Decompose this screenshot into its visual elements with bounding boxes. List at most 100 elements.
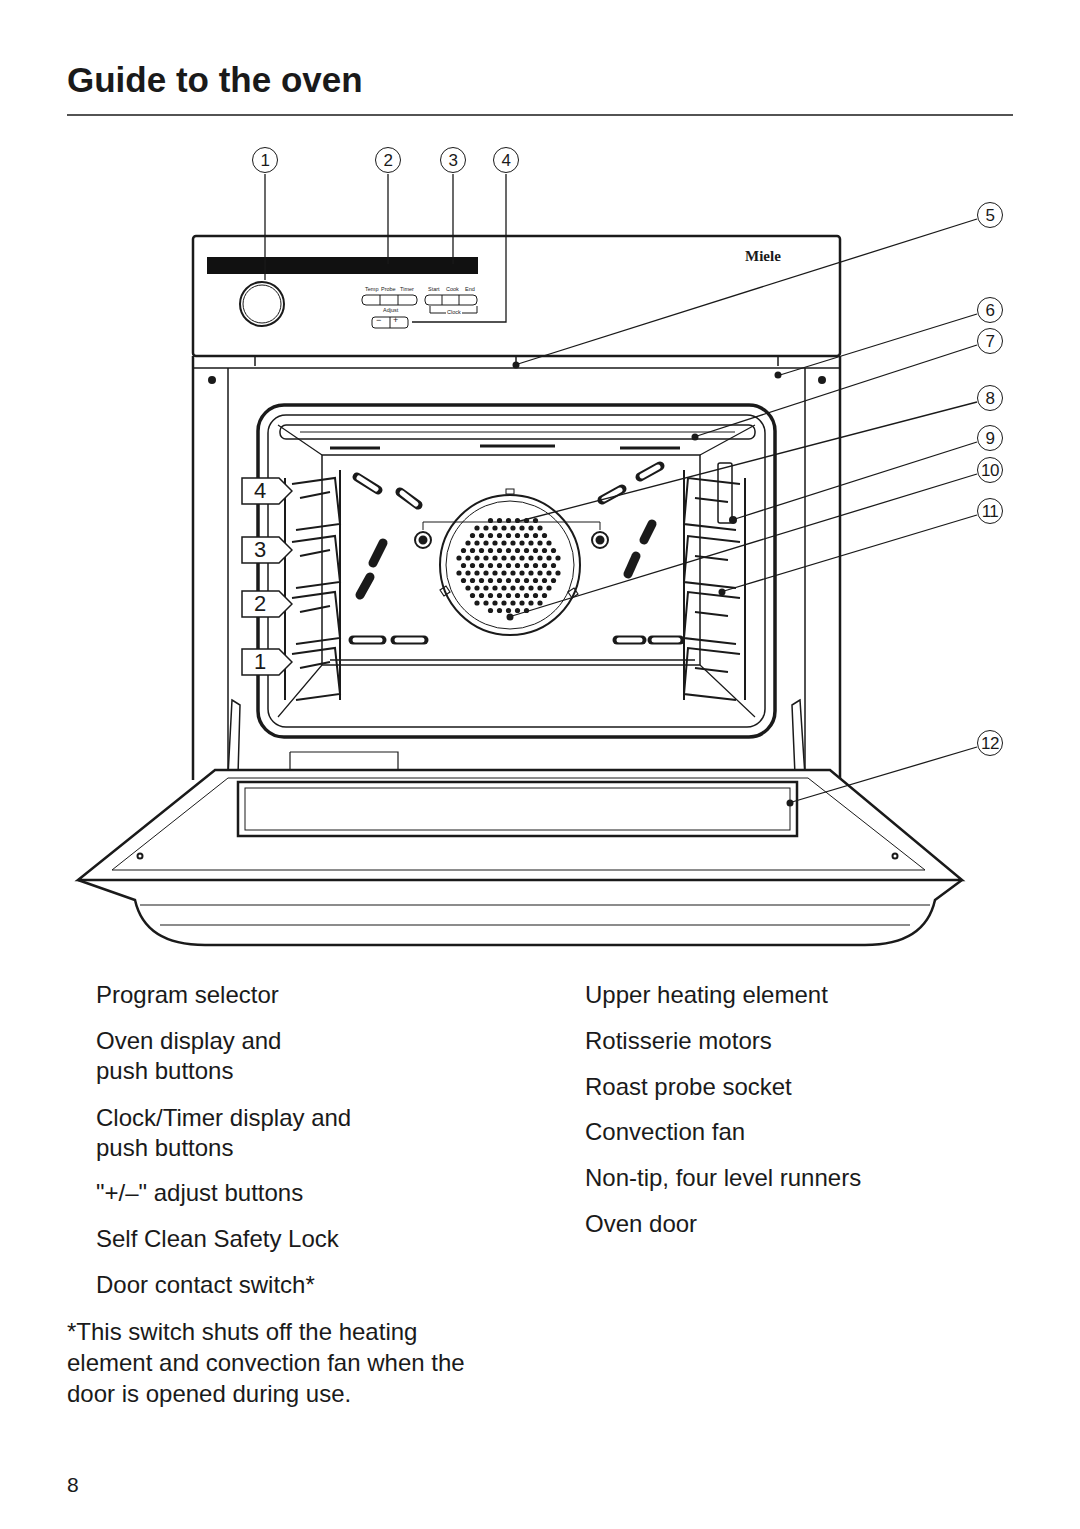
fan-dot [551, 548, 556, 553]
fan-dot [501, 540, 506, 545]
fan-dot [497, 593, 502, 598]
fan-dot [555, 570, 560, 575]
fan-dot [542, 578, 547, 583]
runner [292, 536, 340, 588]
fan-dot [492, 525, 497, 530]
fan-dot [497, 578, 502, 583]
callout-circle: 1 [252, 147, 278, 173]
callout-circle: 9 [977, 425, 1003, 451]
fan-dot [479, 548, 484, 553]
part-name: "+/–" adjust buttons [96, 1178, 303, 1208]
callout-number: 7 [986, 333, 995, 350]
callout-circle: 3 [440, 147, 466, 173]
fan-dot [542, 548, 547, 553]
fan-dot [510, 585, 515, 590]
fan-dot [524, 578, 529, 583]
fan-dot [537, 570, 542, 575]
shelf-level-marker: 4 [241, 477, 293, 505]
fan-dot [474, 600, 479, 605]
fan-dot [515, 593, 520, 598]
fan-dot [483, 585, 488, 590]
fan-dot [551, 563, 556, 568]
fan-dot [470, 593, 475, 598]
fan-dot [470, 578, 475, 583]
fan-dot [488, 548, 493, 553]
fan-dot [492, 570, 497, 575]
fan-dot [515, 578, 520, 583]
fan-dot [506, 578, 511, 583]
fan-dot [528, 585, 533, 590]
fan-dot [497, 548, 502, 553]
fan-dot [483, 540, 488, 545]
callout-number: 3 [449, 152, 458, 169]
part-name: Self Clean Safety Lock [96, 1224, 339, 1254]
callout-number: 6 [986, 302, 995, 319]
callout-number: 11 [982, 503, 999, 520]
fan-dot [537, 555, 542, 560]
fan-dot [528, 540, 533, 545]
fan-dot [528, 555, 533, 560]
fan-dot [474, 555, 479, 560]
fan-dot [461, 578, 466, 583]
fan-dot [501, 600, 506, 605]
fan-dot [510, 555, 515, 560]
runner-rail [285, 470, 745, 700]
fan-dot [465, 540, 470, 545]
fan-dot [470, 533, 475, 538]
callout-circle: 7 [977, 328, 1003, 354]
part-name: Rotisserie motors [585, 1026, 772, 1056]
fan-dot [492, 585, 497, 590]
fan-dot [492, 540, 497, 545]
fan-dot [555, 555, 560, 560]
fan-dot [524, 593, 529, 598]
fan-dot [542, 593, 547, 598]
control-label: Start [428, 287, 440, 293]
callout-number: 5 [986, 207, 995, 224]
shelf-number: 1 [241, 648, 279, 676]
fan-dot [515, 548, 520, 553]
fan-dot [519, 525, 524, 530]
brand-logo: Miele [745, 249, 781, 264]
runner [292, 478, 340, 530]
fan-dot [533, 548, 538, 553]
callout-number: 8 [986, 390, 995, 407]
shelf-arrow-outline [241, 536, 293, 564]
fan-dot [479, 533, 484, 538]
shelf-level-marker: 3 [241, 536, 293, 564]
fan-dot [524, 548, 529, 553]
fan-dot [537, 600, 542, 605]
fan-dot [488, 593, 493, 598]
fan-dot [519, 555, 524, 560]
fan-dot [483, 555, 488, 560]
shelf-level-marker: 2 [241, 590, 293, 618]
fan-dot [506, 608, 511, 613]
fan-dot [510, 540, 515, 545]
fan-dot [483, 525, 488, 530]
fan-dot [474, 570, 479, 575]
runner [684, 536, 740, 588]
part-name: Oven door [585, 1209, 697, 1239]
shelf-arrow-outline [241, 477, 293, 505]
part-name: Roast probe socket [585, 1072, 792, 1102]
runner [684, 648, 740, 700]
fan-dot [465, 555, 470, 560]
control-label: Probe [381, 287, 396, 293]
page-title: Guide to the oven [67, 58, 363, 102]
control-label: Adjust [383, 308, 398, 314]
fan-dot [546, 540, 551, 545]
runner [292, 592, 340, 644]
control-label: End [465, 287, 475, 293]
fan-dot [506, 548, 511, 553]
shelf-arrow-outline [241, 590, 293, 618]
callout-number: 10 [981, 462, 999, 479]
callout-number: 12 [981, 735, 999, 752]
fan-dot [470, 563, 475, 568]
fan-dot [488, 608, 493, 613]
part-name: Program selector [96, 980, 279, 1010]
fan-dot [519, 570, 524, 575]
part-name: Oven display and push buttons [96, 1026, 311, 1087]
fan-dot [546, 570, 551, 575]
fan-dot [479, 578, 484, 583]
fan-dot [474, 585, 479, 590]
